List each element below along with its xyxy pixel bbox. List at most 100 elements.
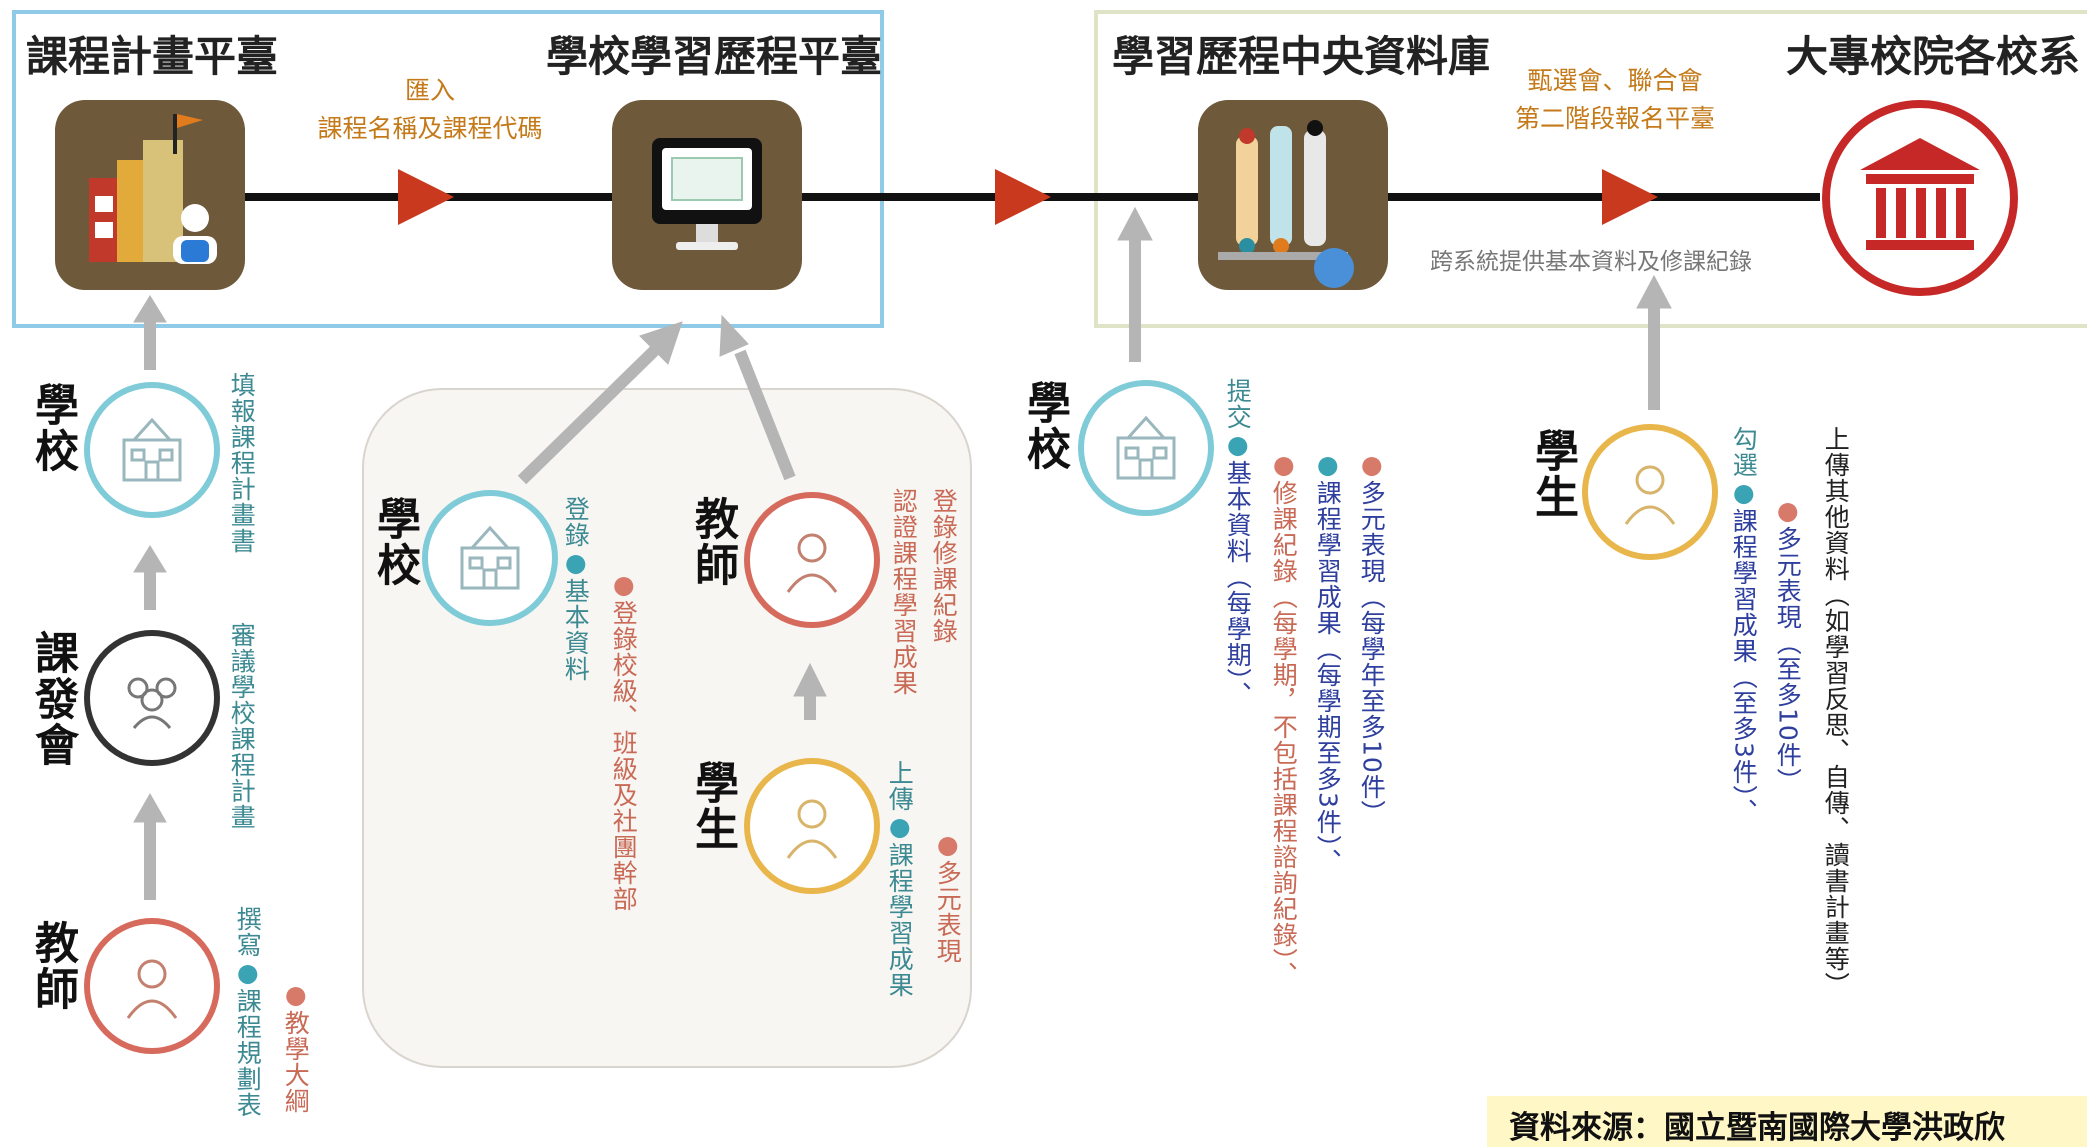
- platform-frame-left: [12, 10, 884, 328]
- central-diverse: ●多元表現（每學年至多10件）: [1356, 450, 1387, 826]
- school-building-icon: [122, 417, 182, 482]
- screening-line-2: 第二階段報名平臺: [1514, 103, 1715, 133]
- school-register-officers-text: 登錄校級、班級及社團幹部: [609, 600, 639, 912]
- school-avatar-central: [1078, 380, 1214, 516]
- cross-system-label: 跨系統提供基本資料及修課紀錄: [1430, 249, 1752, 275]
- school-register-text: 登錄●基本資料: [560, 496, 591, 682]
- school-register-verb: 登錄: [561, 496, 591, 548]
- school-register-officers: ●登錄校級、班級及社團幹部: [608, 570, 639, 912]
- stage-title-universities: 大專校院各校系: [1786, 32, 2081, 81]
- committee-avatar: [84, 630, 220, 766]
- bullet-dot: ●: [1357, 450, 1387, 480]
- central-separator: 、: [1269, 961, 1299, 988]
- central-course-results: ●課程學習成果（每學期至多3件）、: [1312, 450, 1343, 874]
- institution-building-icon: [1860, 138, 1980, 250]
- stage-title-course-platform: 課程計畫平臺: [26, 32, 279, 81]
- student-select-verb: 勾選: [1729, 426, 1759, 478]
- flow-arrow-2: [995, 169, 1051, 225]
- central-course-record: ●修課紀錄（每學期，不包括課程諮詢紀錄）、: [1268, 450, 1299, 988]
- bullet-dot: ●: [233, 958, 263, 988]
- bullet-dot: ●: [933, 830, 963, 860]
- role-school-middle: 學校: [369, 496, 420, 588]
- student-avatar-middle: [744, 758, 880, 894]
- teacher-write-verb-text: 撰寫: [233, 906, 263, 958]
- central-basic-info: 基本資料（每學期）: [1223, 460, 1253, 682]
- central-submit-verb: 提交: [1223, 378, 1253, 430]
- screening-line-1: 甄選會、聯合會: [1527, 66, 1703, 95]
- school-register-basic-info: 基本資料: [561, 578, 591, 682]
- main-flow-line: [150, 193, 1550, 201]
- source-note: 資料來源：國立暨南國際大學洪政欣: [1487, 1096, 2087, 1147]
- teacher-avatar-left: [84, 918, 220, 1054]
- bullet-dot: ●: [1269, 450, 1299, 480]
- source-note-text: 資料來源：國立暨南國際大學洪政欣: [1509, 1110, 2005, 1146]
- student-upload-diverse: ●多元表現: [932, 830, 963, 964]
- screening-label: 甄選會、聯合會 第二階段報名平臺: [1470, 62, 1760, 137]
- school-building-icon: [89, 114, 217, 264]
- student-upload-diverse-text: 多元表現: [933, 860, 963, 964]
- school-avatar-left: [84, 382, 220, 518]
- course-platform-icon: [55, 100, 245, 290]
- stage-title-school-platform: 學校學習歷程平臺: [546, 32, 883, 81]
- role-school-central: 學校: [1019, 380, 1070, 472]
- bullet-dot: ●: [1773, 496, 1803, 526]
- teacher-person-icon: [786, 533, 838, 593]
- bullet-dot: ●: [1729, 478, 1759, 508]
- main-flow-line-end: [1550, 193, 1820, 201]
- student-upload-other-text: 上傳其他資料（如學習反思、自傳、讀書計畫等）: [1821, 426, 1851, 998]
- student-person-icon: [786, 799, 838, 859]
- central-diverse-text: 多元表現（每學年至多10件）: [1357, 480, 1387, 826]
- student-upload-verb: 上傳: [885, 760, 915, 812]
- student-avatar-right: [1582, 424, 1718, 560]
- teacher-register-record-text: 登錄修課紀錄: [929, 488, 959, 644]
- teacher-item-syllabus: ●教學大綱: [280, 980, 311, 1114]
- teacher-avatar-middle: [744, 492, 880, 628]
- computer-monitor-icon: [652, 138, 762, 250]
- flow-arrow-3: [1602, 169, 1658, 225]
- role-teacher-middle: 教師: [687, 496, 738, 588]
- role-student-middle: 學生: [687, 760, 738, 852]
- committee-review-text: 審議學校課程計畫: [227, 622, 257, 830]
- central-course-record-label: 修課紀錄（每學期，不包括課程諮詢紀錄）: [1269, 480, 1298, 962]
- role-committee: 課發會: [27, 630, 78, 768]
- student-select-text: 勾選●課程學習成果（至多3件）、: [1728, 426, 1759, 824]
- school-building-icon: [460, 525, 520, 590]
- central-course-results-text: 課程學習成果（每學期至多3件）: [1313, 480, 1343, 849]
- student-upload-text: 上傳●課程學習成果: [884, 760, 915, 998]
- stage-title-central-db: 學習歷程中央資料庫: [1112, 32, 1491, 81]
- teacher-item-course-plan: 課程規劃表: [233, 988, 263, 1118]
- import-label: 匯入 課程名稱及課程代碼: [290, 72, 570, 147]
- file-cabinet-icon: [1218, 120, 1354, 288]
- central-database-icon: [1198, 100, 1388, 290]
- role-student-right: 學生: [1527, 428, 1578, 520]
- school-platform-icon: [612, 100, 802, 290]
- school-fill-plan-text: 填報課程計畫書: [227, 372, 257, 554]
- import-detail: 課程名稱及課程代碼: [317, 113, 543, 143]
- student-select-course-results: 課程學習成果（至多3件）: [1729, 508, 1759, 799]
- bullet-dot: ●: [1223, 430, 1253, 460]
- central-separator: 、: [1223, 681, 1253, 708]
- group-people-icon: [127, 677, 177, 729]
- bullet-dot: ●: [281, 980, 311, 1010]
- central-separator: 、: [1313, 848, 1343, 875]
- student-upload-course-results: 課程學習成果: [885, 842, 915, 998]
- student-select-separator: 、: [1729, 798, 1759, 825]
- school-avatar-middle: [422, 490, 558, 626]
- bullet-dot: ●: [885, 812, 915, 842]
- school-building-icon: [1116, 415, 1176, 480]
- teacher-item-syllabus-text: 教學大綱: [281, 1010, 311, 1114]
- platform-frame-right: [1094, 10, 2087, 328]
- role-school-left: 學校: [27, 382, 78, 474]
- bullet-dot: ●: [1313, 450, 1343, 480]
- student-select-diverse-text: 多元表現（至多10件）: [1773, 526, 1803, 794]
- bullet-dot: ●: [609, 570, 639, 600]
- university-icon: [1822, 100, 2018, 296]
- teacher-person-icon: [126, 959, 178, 1019]
- role-teacher-left: 教師: [27, 920, 78, 1012]
- teacher-certify-text: 認證課程學習成果: [889, 488, 919, 696]
- student-select-diverse: ●多元表現（至多10件）: [1772, 496, 1803, 794]
- teacher-write-verb: 撰寫●課程規劃表: [232, 906, 263, 1118]
- bullet-dot: ●: [561, 548, 591, 578]
- student-person-icon: [1624, 465, 1676, 525]
